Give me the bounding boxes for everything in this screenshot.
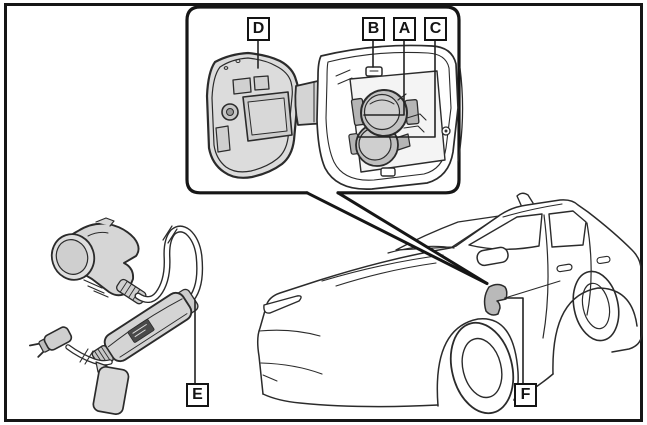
charging-cable-illustration bbox=[28, 217, 204, 415]
callout-label-d: D bbox=[247, 17, 270, 41]
roof-antenna bbox=[516, 192, 534, 206]
charge-port-illustration bbox=[316, 44, 464, 190]
side-mirror bbox=[476, 246, 509, 267]
callout-leader-a bbox=[363, 40, 405, 116]
callout-label-c: C bbox=[424, 17, 447, 41]
rear-door-handle bbox=[596, 255, 611, 265]
callout-leader-f bbox=[504, 297, 524, 384]
cable-break-mark bbox=[162, 225, 178, 244]
cable-break-mark bbox=[79, 348, 94, 365]
charge-connector bbox=[50, 217, 147, 305]
rear-wheel-arch bbox=[552, 287, 638, 375]
callout-label-e: E bbox=[186, 383, 209, 407]
callout-label-b: B bbox=[362, 17, 385, 41]
callout-label-a: A bbox=[393, 17, 416, 41]
callout-leader-lines bbox=[194, 40, 524, 384]
rear-door-window bbox=[548, 210, 587, 248]
front-door-window bbox=[468, 213, 543, 250]
ac-charging-inlet bbox=[350, 89, 420, 137]
dc-charging-inlet bbox=[348, 123, 411, 167]
windshield bbox=[395, 215, 500, 251]
wall-plug bbox=[28, 326, 73, 358]
plug-cable bbox=[65, 344, 113, 366]
vehicle-illustration bbox=[256, 192, 643, 415]
inset-pointer-lines bbox=[305, 191, 489, 285]
car-body-outline bbox=[256, 199, 643, 395]
front-wheel bbox=[449, 321, 515, 415]
front-door-handle bbox=[556, 263, 573, 273]
callout-label-f: F bbox=[514, 383, 537, 407]
caution-tag bbox=[92, 361, 130, 415]
callout-leader-c bbox=[357, 40, 436, 138]
control-box-label bbox=[127, 319, 155, 343]
cable-loop bbox=[134, 225, 204, 305]
inset-panel-border bbox=[185, 5, 461, 195]
port-bottom-tab bbox=[380, 167, 396, 177]
headlight bbox=[263, 295, 302, 314]
port-latch bbox=[365, 66, 383, 77]
charge-port-door bbox=[483, 283, 508, 316]
